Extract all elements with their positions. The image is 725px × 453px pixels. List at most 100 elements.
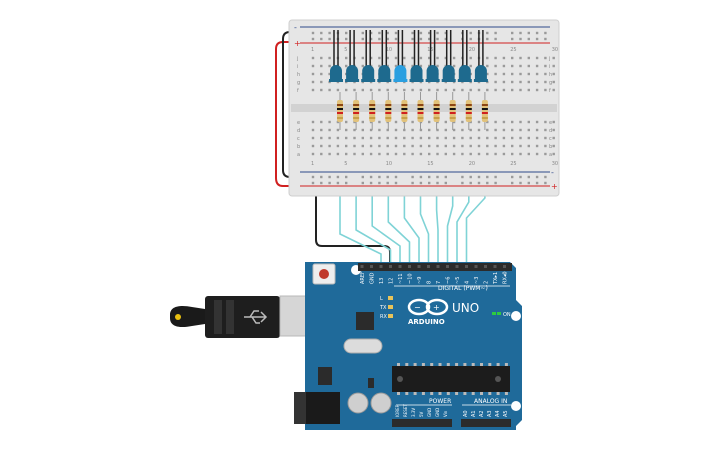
resistor-band [465, 108, 472, 110]
breadboard-hole [502, 88, 506, 92]
breadboard-hole [469, 88, 472, 92]
breadboard-hole [552, 72, 555, 76]
breadboard-hole [403, 64, 406, 68]
breadboard-hole [311, 128, 315, 132]
rail-hole [320, 175, 323, 179]
chip-pin [480, 392, 483, 395]
breadboard-hole [394, 152, 398, 156]
breadboard-hole [369, 88, 373, 92]
breadboard-hole [552, 152, 555, 156]
rail-hole [345, 175, 348, 179]
led [362, 65, 375, 80]
rail-hole [494, 175, 497, 179]
breadboard-hole [328, 64, 331, 68]
rail-hole [444, 181, 447, 185]
breadboard-hole [311, 72, 315, 76]
digital-pin-label: GND [370, 272, 376, 284]
breadboard-hole [328, 152, 331, 156]
board-led-label: TX [379, 305, 387, 311]
breadboard-hole [419, 136, 423, 140]
rail-hole [535, 31, 539, 35]
breadboard-hole [452, 64, 456, 68]
rail-hole [436, 37, 439, 41]
breadboard-hole [535, 72, 539, 76]
breadboard-hole [535, 88, 539, 92]
breadboard-hole [511, 128, 514, 132]
column-number: 10 [386, 47, 392, 53]
breadboard-hole [452, 152, 456, 156]
on-led-2 [497, 312, 501, 315]
breadboard-hole [544, 72, 547, 76]
breadboard-hole [386, 152, 389, 156]
rail-hole [469, 37, 472, 41]
resistor-band [385, 104, 392, 106]
breadboard-hole [527, 72, 530, 76]
analog-pin-label: A5 [503, 410, 509, 417]
column-number: 20 [469, 161, 475, 167]
digital-pin-label: ~3 [474, 277, 480, 284]
breadboard-hole [345, 120, 348, 124]
chip-pin [413, 392, 417, 395]
rail-hole [320, 181, 323, 185]
breadboard-hole [378, 120, 381, 124]
rail-hole [436, 181, 439, 185]
breadboard-hole [403, 136, 406, 140]
breadboard-hole [336, 152, 340, 156]
chip-pin [455, 363, 459, 366]
chip-pin [405, 363, 409, 366]
rail-bottom-minus-label: - [551, 168, 554, 177]
breadboard-hole [353, 144, 356, 148]
breadboard-hole [552, 56, 555, 60]
breadboard-hole [511, 56, 514, 60]
rail-hole [436, 175, 439, 179]
voltage-regulator [318, 367, 332, 385]
rail-hole [527, 175, 530, 179]
rail-hole [544, 181, 547, 185]
rail-hole [444, 37, 447, 41]
breadboard-hole [411, 64, 414, 68]
resistor-band [417, 108, 424, 110]
row-letter: g [297, 80, 300, 86]
usb-bolt-icon [175, 314, 181, 320]
breadboard-hole [527, 144, 530, 148]
breadboard-hole [428, 120, 431, 124]
rail-hole [544, 37, 547, 41]
chip-pin [405, 392, 409, 395]
rail-hole [477, 175, 481, 179]
breadboard-hole [519, 88, 522, 92]
svg-text:−: − [414, 303, 421, 312]
breadboard-hole [320, 136, 323, 140]
rail-hole [494, 181, 497, 185]
breadboard-hole [386, 128, 389, 132]
breadboard-hole [461, 88, 464, 92]
breadboard-hole [361, 152, 364, 156]
resistor-band [401, 117, 408, 119]
breadboard-hole [477, 128, 481, 132]
breadboard-hole [519, 144, 522, 148]
breadboard-hole [320, 56, 323, 60]
resistor-band [433, 117, 440, 119]
arduino-brand-label: ARDUINO [408, 318, 445, 326]
breadboard-hole [353, 88, 356, 92]
led-rim [345, 79, 360, 82]
breadboard-hole [469, 136, 472, 140]
resistor-band [481, 117, 488, 119]
rail-hole [369, 181, 373, 185]
breadboard-hole [378, 144, 381, 148]
digital-header [358, 263, 512, 271]
chip-pin [430, 363, 434, 366]
row-letter: i [297, 64, 298, 70]
resistor-band [465, 104, 472, 106]
breadboard-hole [519, 56, 522, 60]
breadboard-hole [378, 88, 381, 92]
breadboard-hole [511, 80, 514, 84]
led [442, 65, 455, 80]
board-led-label: L [380, 296, 383, 302]
breadboard-hole [535, 120, 539, 124]
atmega-chip-pins [397, 363, 508, 395]
breadboard-hole [469, 128, 472, 132]
board-led [388, 296, 393, 300]
power-header [392, 419, 452, 427]
